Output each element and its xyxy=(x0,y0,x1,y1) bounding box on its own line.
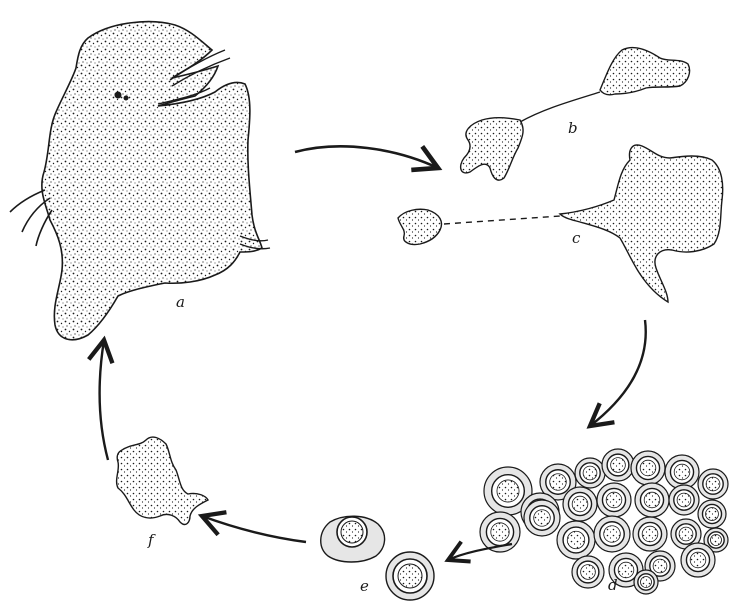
label-e: e xyxy=(360,577,369,595)
cyst xyxy=(563,487,597,521)
label-d: d xyxy=(608,576,618,594)
cyst xyxy=(698,469,728,499)
stage-f-small-amoeba xyxy=(117,437,208,524)
cyst xyxy=(635,483,669,517)
stage-a-large-amoeba xyxy=(10,22,270,340)
cyst xyxy=(634,570,658,594)
cyst xyxy=(602,449,634,481)
cyst xyxy=(698,500,726,528)
arrow-c-to-d xyxy=(590,320,646,426)
cyst xyxy=(669,485,699,515)
cyst xyxy=(572,556,604,588)
cyst xyxy=(524,500,560,536)
label-b: b xyxy=(568,119,578,137)
arrow-e-to-f xyxy=(202,516,306,542)
cyst xyxy=(633,517,667,551)
stage-d-cyst-cluster xyxy=(480,449,728,594)
label-c: c xyxy=(572,229,581,247)
cyst xyxy=(575,458,605,488)
cyst xyxy=(665,455,699,489)
arrow-a-to-b xyxy=(295,146,438,168)
cyst xyxy=(557,521,595,559)
cyst xyxy=(681,543,715,577)
label-a: a xyxy=(176,293,185,311)
cyst xyxy=(594,516,630,552)
cyst xyxy=(631,451,665,485)
label-f: f xyxy=(147,531,156,549)
stage-e-single-cysts xyxy=(321,516,434,600)
stage-c-separating-amoeba xyxy=(398,145,723,302)
arrow-f-to-a xyxy=(100,340,108,460)
cyst xyxy=(597,483,631,517)
